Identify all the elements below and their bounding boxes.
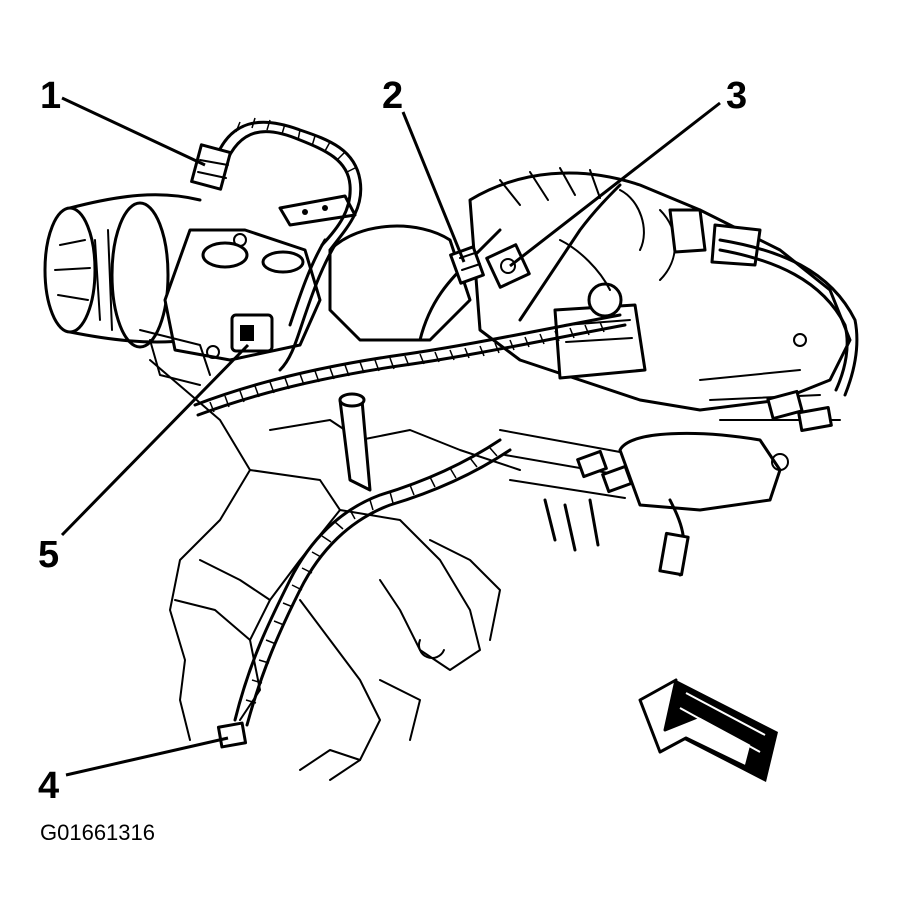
sensor-3-connector: [485, 243, 531, 289]
leader-line-5: [60, 343, 250, 537]
callout-3: 3: [726, 75, 747, 117]
leader-line-1: [61, 96, 206, 167]
fuel-rail: [499, 333, 841, 577]
engine-illustration: [43, 117, 859, 781]
leader-line-3: [509, 101, 721, 268]
mount-bracket: [278, 194, 357, 227]
vacuum-line: [718, 238, 859, 397]
figure-id: G01661316: [40, 820, 155, 845]
sensor-4-connector: [216, 721, 248, 749]
air-intake: [43, 193, 322, 386]
callout-2: 2: [382, 75, 403, 117]
callout-5: 5: [38, 534, 59, 576]
front-direction-arrow: [638, 678, 778, 782]
leader-line-2: [401, 111, 466, 263]
sensor-1-connector: [190, 143, 232, 191]
callout-1: 1: [40, 75, 61, 117]
callout-4: 4: [38, 765, 59, 807]
leader-line-4: [65, 736, 229, 777]
leader-lines: [60, 96, 721, 777]
engine-block: [149, 359, 521, 781]
sensor-5-connector: [230, 313, 274, 353]
wiring-harness: [193, 117, 627, 727]
